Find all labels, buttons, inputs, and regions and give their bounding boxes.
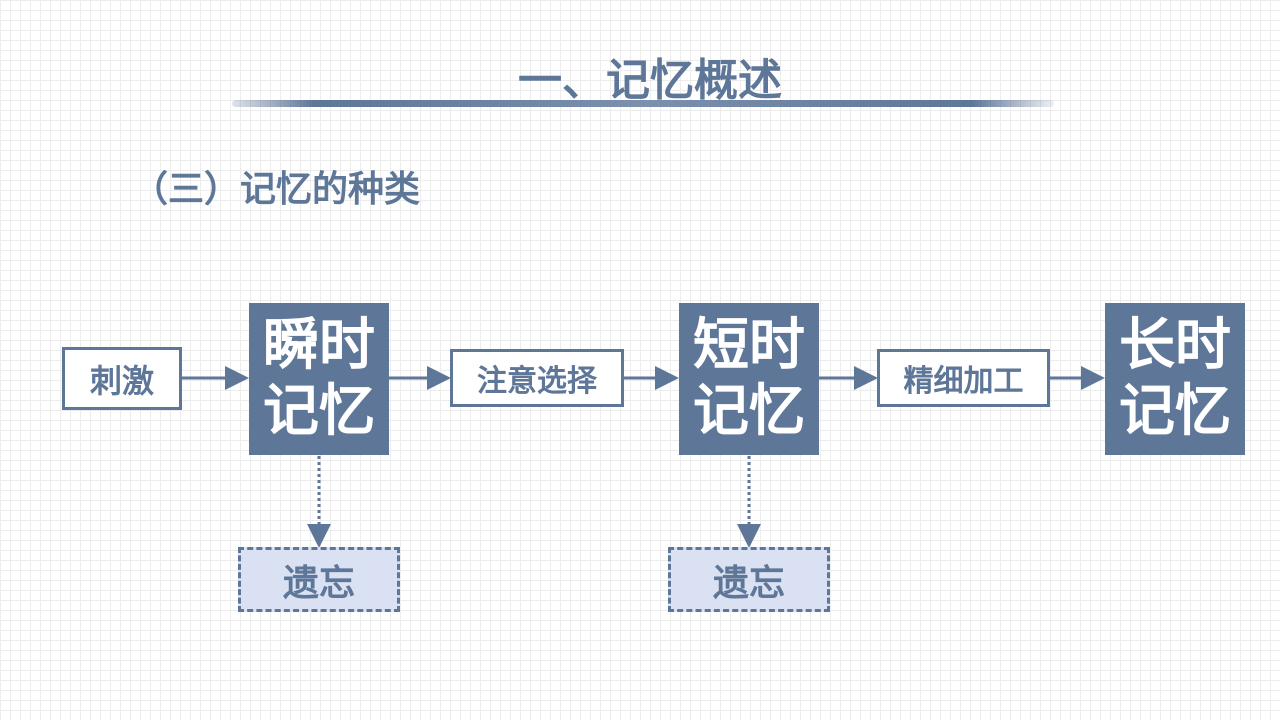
sensory-memory-box: 瞬时记忆 <box>249 303 389 455</box>
section-subtitle: （三）记忆的种类 <box>132 169 421 210</box>
forget-box-1: 遗忘 <box>238 547 400 612</box>
title-underline <box>232 100 1054 107</box>
forget-box-2: 遗忘 <box>668 547 830 612</box>
short-term-memory-label: 短时记忆 <box>693 313 805 444</box>
slide-title: 一、记忆概述 <box>518 55 782 106</box>
elaboration-box: 精细加工 <box>877 349 1050 407</box>
stimulus-box: 刺激 <box>62 347 182 410</box>
long-term-memory-box: 长时记忆 <box>1105 303 1245 455</box>
attention-box: 注意选择 <box>450 349 624 407</box>
short-term-memory-box: 短时记忆 <box>679 303 819 455</box>
sensory-memory-label: 瞬时记忆 <box>263 313 375 444</box>
long-term-memory-label: 长时记忆 <box>1119 313 1231 444</box>
